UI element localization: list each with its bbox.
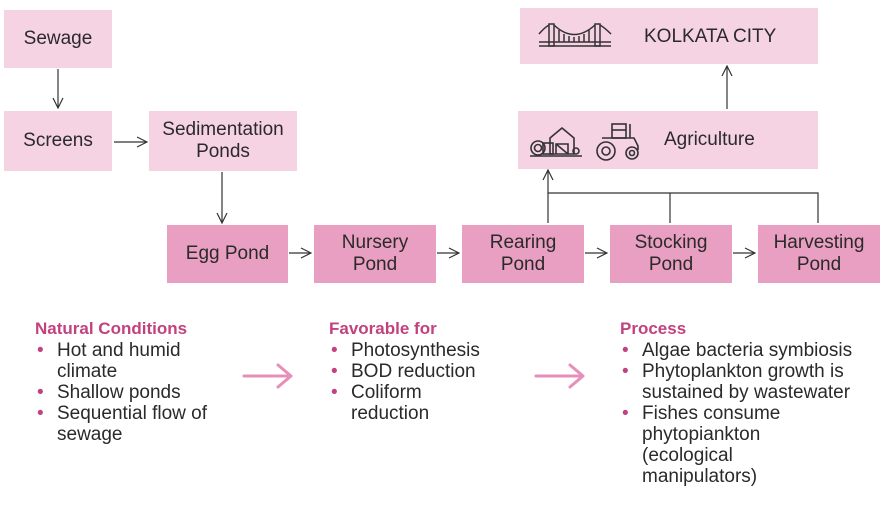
rearing-pond-label: Rearing Pond (489, 232, 557, 275)
list-item: Photosynthesis (329, 340, 529, 361)
tractor-icon (596, 123, 639, 161)
list-item: Algae bacteria symbiosis (620, 340, 890, 361)
right-arrow-icon (242, 363, 293, 389)
process-list: Process Algae bacteria symbiosis Phytopl… (620, 318, 890, 487)
natural-conditions-list: Natural Conditions Hot and humid climate… (35, 318, 235, 445)
agriculture-label: Agriculture (664, 129, 755, 150)
list-item: Coliform reduction (329, 382, 471, 424)
egg-pond-label: Egg Pond (185, 243, 270, 265)
favorable-for-title: Favorable for (329, 319, 437, 338)
nursery-pond-box: Nursery Pond (314, 225, 436, 283)
screens-label: Screens (23, 130, 93, 152)
sedimentation-ponds-box: Sedimentation Ponds (149, 111, 297, 171)
harvesting-pond-label: Harvesting Pond (773, 232, 865, 275)
screens-box: Screens (4, 111, 112, 171)
nursery-pond-label: Nursery Pond (341, 232, 409, 275)
stocking-pond-label: Stocking Pond (634, 232, 708, 275)
process-title: Process (620, 319, 687, 338)
right-arrow-icon (534, 363, 585, 389)
hay-bale-barn-icon (530, 126, 582, 157)
favorable-for-list: Favorable for Photosynthesis BOD reducti… (329, 318, 529, 424)
list-item: Hot and humid climate (35, 340, 222, 382)
bridge-icon (538, 23, 612, 47)
harvesting-pond-box: Harvesting Pond (758, 225, 880, 283)
agriculture-box: Agriculture (518, 111, 818, 169)
rearing-pond-box: Rearing Pond (462, 225, 584, 283)
egg-pond-box: Egg Pond (167, 225, 288, 283)
stocking-pond-box: Stocking Pond (610, 225, 732, 283)
list-item: Phytoplankton growth is sustained by was… (620, 361, 892, 403)
list-item: Sequential flow of sewage (35, 403, 222, 445)
city-label: KOLKATA CITY (644, 26, 777, 47)
list-item: Fishes consume phytopiankton (ecological… (620, 403, 792, 487)
sedimentation-label: Sedimentation Ponds (162, 119, 284, 162)
sewage-label: Sewage (23, 28, 93, 50)
list-item: Shallow ponds (35, 382, 235, 403)
sewage-box: Sewage (4, 10, 112, 68)
list-item: BOD reduction (329, 361, 529, 382)
natural-conditions-title: Natural Conditions (35, 319, 188, 338)
line-ponds-agriculture (547, 192, 819, 223)
